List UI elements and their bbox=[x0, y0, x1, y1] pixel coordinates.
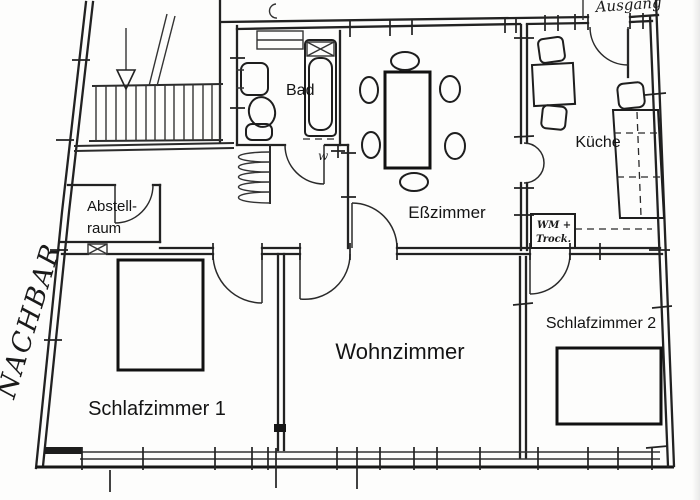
dryer-label: Trock. bbox=[536, 234, 571, 245]
dining-chair bbox=[399, 172, 429, 192]
room-label-bad: Bad bbox=[286, 82, 314, 99]
dining-chair bbox=[444, 132, 466, 160]
kitchen-chair bbox=[537, 35, 566, 64]
livingroom-bedroom2-wall bbox=[518, 255, 528, 460]
room-label-schlafzimmer2: Schlafzimmer 2 bbox=[546, 315, 656, 332]
dining-chair bbox=[439, 75, 461, 103]
vent-pipe-symbol bbox=[268, 3, 278, 19]
livingroom-door bbox=[299, 253, 351, 301]
dining-room-door bbox=[351, 202, 398, 249]
bathroom-window-radiator bbox=[256, 30, 304, 50]
bedroom2-bed bbox=[555, 346, 663, 426]
toilet bbox=[245, 96, 277, 141]
dining-chair bbox=[390, 51, 420, 71]
kitchen-chair bbox=[616, 81, 646, 110]
bedroom1-livingroom-wall bbox=[274, 252, 286, 452]
bathroom-walls bbox=[235, 24, 350, 147]
washer-dryer-box: WM + Trock. bbox=[530, 213, 576, 249]
dining-chairs bbox=[359, 51, 466, 192]
wall-mark-w-text: w bbox=[318, 149, 329, 163]
bedroom1-bed bbox=[116, 258, 205, 372]
wall-vent-box bbox=[87, 243, 108, 255]
bedroom2-door bbox=[529, 253, 571, 295]
sink bbox=[236, 62, 269, 96]
exit-label: Ausgang bbox=[593, 0, 662, 16]
room-label-wohnzimmer: Wohnzimmer bbox=[335, 339, 464, 364]
kitchen-chair bbox=[540, 104, 568, 131]
room-label-abstellraum-2: raum bbox=[87, 220, 121, 237]
bedroom1-door bbox=[212, 253, 263, 304]
dining-chair bbox=[359, 76, 379, 104]
window-band bbox=[44, 447, 660, 492]
bathroom-door bbox=[284, 144, 325, 185]
radiator bbox=[237, 144, 271, 204]
storage-room-walls bbox=[58, 183, 162, 244]
dining-table bbox=[383, 70, 432, 170]
central-wall bbox=[60, 243, 664, 256]
washer-label: WM + bbox=[537, 220, 571, 231]
exit-area: Ausgang bbox=[582, 0, 662, 20]
dining-chair bbox=[361, 131, 381, 159]
staircase bbox=[88, 0, 224, 144]
stairwell-south-wall bbox=[73, 141, 235, 153]
entry-door bbox=[589, 26, 629, 67]
wall-mark-w: w bbox=[318, 144, 345, 163]
room-label-esszimmer: Eßzimmer bbox=[408, 203, 486, 222]
room-label-kueche: Küche bbox=[575, 134, 620, 151]
kitchen-table bbox=[530, 61, 577, 108]
storage-room-door bbox=[114, 184, 154, 224]
bathtub bbox=[303, 39, 338, 140]
room-label-schlafzimmer1: Schlafzimmer 1 bbox=[88, 398, 226, 420]
wall-tick-marks bbox=[44, 13, 673, 449]
kitchen-chairs bbox=[537, 35, 646, 131]
room-label-abstellraum-1: Abstell- bbox=[87, 198, 137, 215]
stair-direction-arrow bbox=[115, 28, 137, 91]
kitchen-door-arc bbox=[523, 142, 545, 184]
kitchen-counter bbox=[575, 109, 666, 230]
